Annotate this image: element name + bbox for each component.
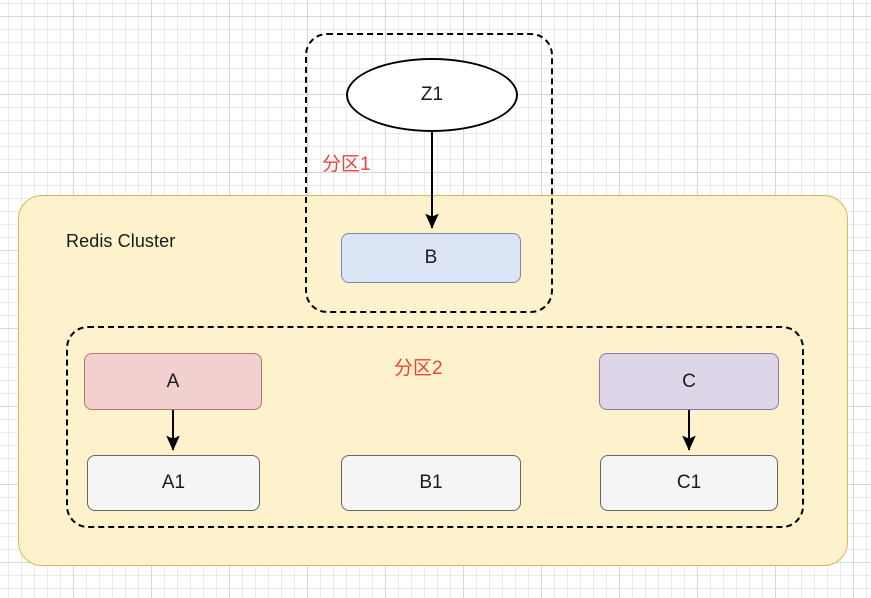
node-b-label: B [424,247,438,268]
node-z1[interactable]: Z1 [346,58,518,132]
node-a1-label: A1 [161,472,186,493]
node-c[interactable]: C [599,353,779,410]
node-a-label: A [166,370,180,392]
node-c1[interactable]: C1 [600,455,778,511]
node-a1[interactable]: A1 [87,455,260,511]
node-a[interactable]: A [84,353,262,410]
redis-cluster-label: Redis Cluster [66,231,176,251]
node-z1-label: Z1 [420,84,444,105]
partition-1-label: 分区1 [322,154,371,175]
node-b1[interactable]: B1 [341,455,521,511]
partition-2-boundary[interactable] [66,326,804,528]
node-c-label: C [682,370,696,392]
node-b1-label: B1 [419,472,443,493]
node-c1-label: C1 [676,472,702,493]
node-b[interactable]: B [341,233,521,283]
partition-1-boundary[interactable] [305,33,553,313]
partition-2-label: 分区2 [394,358,443,379]
